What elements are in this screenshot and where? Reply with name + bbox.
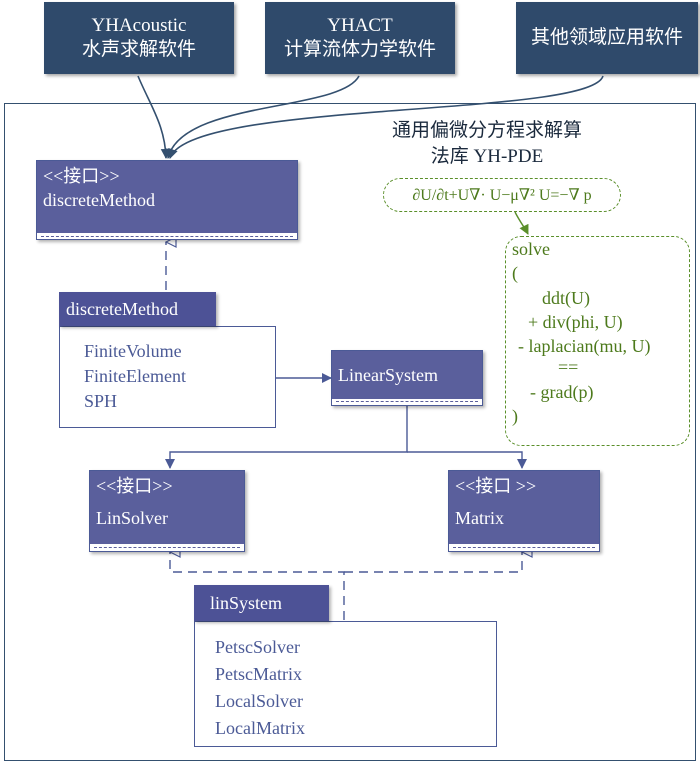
discrete-method-impl-box: FiniteVolume FiniteElement SPH (59, 326, 276, 428)
lin-item-local-solver: LocalSolver (215, 691, 303, 711)
interface-linsolver: <<接口>> LinSolver (89, 470, 245, 552)
code-line-solve: solve (512, 239, 550, 259)
interface-matrix-name: Matrix (455, 508, 504, 528)
library-title: 通用偏微分方程求解算 法库 YH-PDE (372, 118, 602, 170)
code-line-equals: == (558, 357, 579, 377)
lin-item-petsc-solver: PetscSolver (215, 637, 300, 657)
linear-system-divider (336, 401, 478, 402)
interface-matrix-divider (453, 547, 595, 548)
app-box-yhact: YHACT 计算流体力学软件 (265, 2, 455, 74)
discrete-item-finite-volume: FiniteVolume (84, 341, 182, 361)
interface-discrete-header: <<接口>> discreteMethod (37, 161, 297, 233)
app-box-yhact-line1: YHACT (327, 15, 393, 36)
library-title-line1: 通用偏微分方程求解算 (391, 120, 582, 141)
discrete-item-finite-element: FiniteElement (84, 366, 186, 386)
discrete-item-sph: SPH (84, 391, 118, 411)
interface-discrete-stereotype: <<接口>> (43, 166, 120, 186)
app-box-yhacoustic-line2: 水声求解软件 (81, 39, 196, 60)
app-box-other-line1: 其他领域应用软件 (530, 27, 683, 48)
lin-system-impl-tab: linSystem (194, 585, 329, 621)
lin-item-local-matrix: LocalMatrix (215, 718, 305, 738)
lin-item-petsc-matrix: PetscMatrix (215, 664, 302, 684)
discrete-method-impl-tab: discreteMethod (59, 292, 216, 326)
interface-matrix-stereotype: <<接口 >> (455, 476, 537, 496)
interface-matrix-header: <<接口 >> Matrix (449, 471, 599, 544)
lin-system-impl-box: PetscSolver PetscMatrix LocalSolver Loca… (194, 621, 497, 747)
interface-discrete-name: discreteMethod (43, 190, 155, 210)
code-line-ddt: ddt(U) (542, 288, 590, 308)
interface-discrete-divider (41, 236, 293, 237)
interface-discrete-method: <<接口>> discreteMethod (36, 160, 298, 240)
equation-bubble: ∂U/∂t+U∇· U−μ∇² U=−∇ p (383, 178, 621, 212)
app-box-yhact-line2: 计算流体力学软件 (283, 39, 436, 60)
code-line-grad: - grad(p) (530, 382, 594, 402)
app-box-yhacoustic-line1: YHAcoustic (91, 15, 187, 36)
code-line-laplacian: - laplacian(mu, U) (518, 336, 651, 356)
equation-text: ∂U/∂t+U∇· U−μ∇² U=−∇ p (412, 187, 592, 204)
code-line-div: + div(phi, U) (528, 312, 623, 332)
code-line-close: ) (512, 406, 518, 426)
app-box-yhacoustic: YHAcoustic 水声求解软件 (44, 2, 234, 74)
library-title-line2: 法库 YH-PDE (430, 146, 544, 167)
linear-system-box: LinearSystem (331, 350, 483, 406)
interface-matrix: <<接口 >> Matrix (448, 470, 600, 552)
code-line-open: ( (512, 263, 518, 283)
interface-linsolver-divider (94, 547, 240, 548)
interface-linsolver-stereotype: <<接口>> (96, 476, 173, 496)
solve-code-bubble: solve ( ddt(U) + div(phi, U) - laplacian… (505, 236, 690, 446)
linear-system-header: LinearSystem (332, 351, 482, 399)
linear-system-name: LinearSystem (338, 365, 438, 385)
app-box-other: 其他领域应用软件 (516, 2, 698, 74)
interface-linsolver-header: <<接口>> LinSolver (90, 471, 244, 544)
interface-linsolver-name: LinSolver (96, 508, 168, 528)
